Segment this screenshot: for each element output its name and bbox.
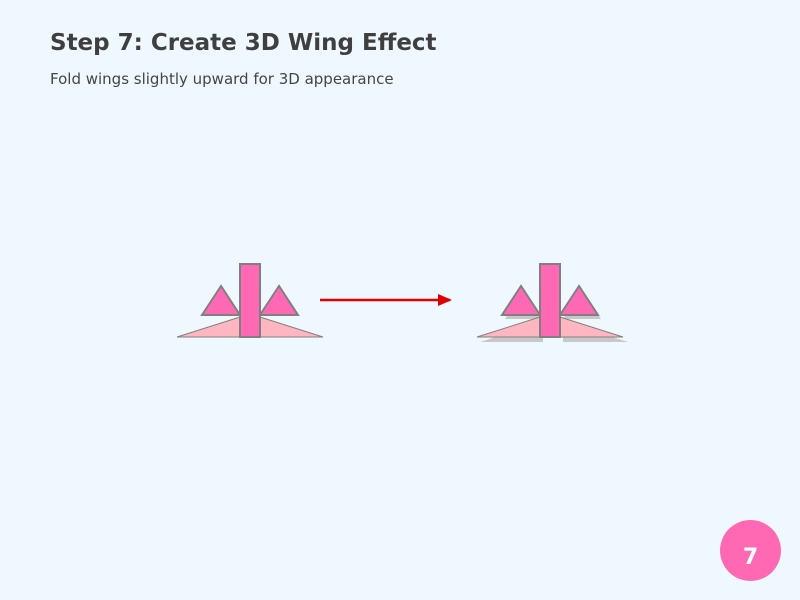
step-instruction: Fold wings slightly upward for 3D appear…: [50, 70, 394, 88]
butterfly-body: [239, 263, 261, 338]
page-title: Step 7: Create 3D Wing Effect: [50, 30, 437, 56]
upper-right-wing: [558, 284, 600, 316]
step-number: 7: [742, 545, 759, 570]
lower-right-wing: [259, 316, 324, 338]
upper-right-wing: [258, 284, 300, 316]
step-badge: 7: [720, 520, 781, 581]
upper-left-wing: [200, 284, 242, 316]
butterfly-body: [539, 263, 561, 338]
lower-left-wing: [476, 316, 541, 338]
lower-left-wing: [176, 316, 241, 338]
butterfly-before: [176, 263, 324, 338]
lower-right-wing: [559, 316, 624, 338]
butterfly-after: [476, 263, 628, 342]
upper-left-wing: [500, 284, 542, 316]
